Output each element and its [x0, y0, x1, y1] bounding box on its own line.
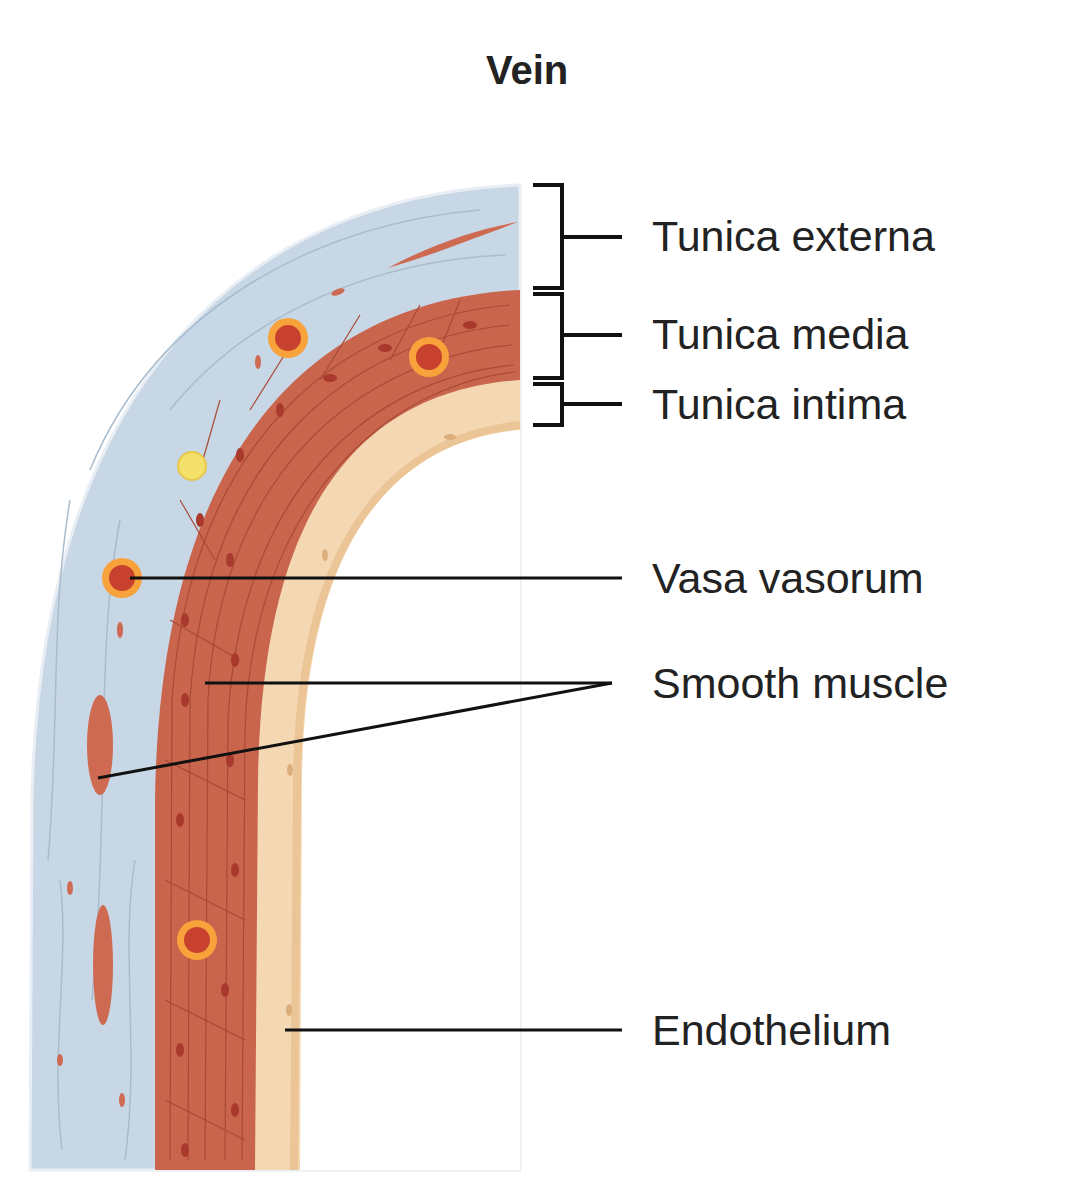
part-label: Smooth muscle — [652, 660, 948, 707]
part-label: Tunica intima — [652, 381, 906, 428]
diagram-title: Vein — [486, 48, 568, 93]
vasa-vasorum-vessels — [102, 318, 449, 960]
part-label: Endothelium — [652, 1007, 891, 1054]
part-label: Vasa vasorum — [652, 555, 924, 602]
tunica-media-layer — [155, 290, 520, 1170]
externa-smooth-muscle — [57, 222, 518, 1107]
tunica-externa-layer — [30, 185, 520, 1170]
layer-brackets — [533, 185, 622, 425]
part-label: Tunica media — [652, 311, 909, 358]
leader-lines — [98, 578, 622, 1030]
endothelium-layer — [294, 425, 520, 1170]
vein-lumen — [300, 430, 520, 1170]
tunica-intima-layer — [255, 380, 520, 1170]
part-label: Tunica externa — [652, 213, 935, 260]
